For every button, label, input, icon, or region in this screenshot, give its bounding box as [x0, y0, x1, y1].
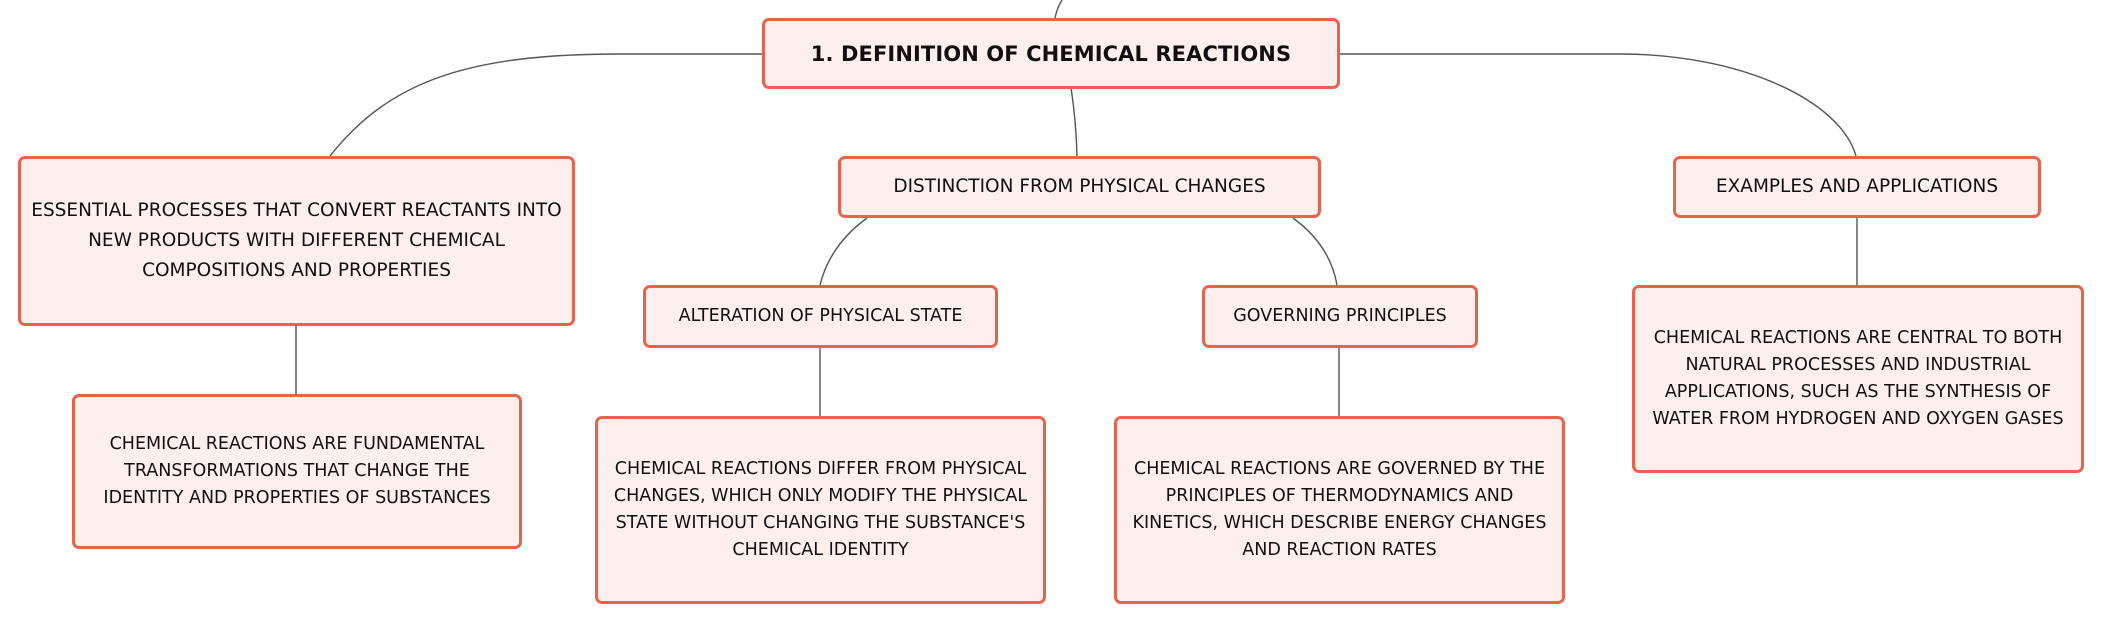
- alteration-child-text: CHEMICAL REACTIONS DIFFER FROM PHYSICAL …: [613, 459, 1028, 560]
- examples-child-text: CHEMICAL REACTIONS ARE CENTRAL TO BOTH N…: [1652, 328, 2064, 429]
- distinction-node[interactable]: DISTINCTION FROM PHYSICAL CHANGES: [838, 156, 1321, 218]
- essential-processes-label: ESSENTIAL PROCESSES THAT CONVERT REACTAN…: [31, 200, 562, 281]
- alteration-label: ALTERATION OF PHYSICAL STATE: [678, 306, 963, 326]
- alteration-child-node[interactable]: CHEMICAL REACTIONS DIFFER FROM PHYSICAL …: [595, 416, 1046, 604]
- governing-principles-label: GOVERNING PRINCIPLES: [1233, 306, 1447, 326]
- examples-node[interactable]: EXAMPLES AND APPLICATIONS: [1673, 156, 2041, 218]
- connector-root-to-examples: [1339, 53, 1857, 157]
- examples-label: EXAMPLES AND APPLICATIONS: [1715, 176, 1999, 197]
- examples-child-node[interactable]: CHEMICAL REACTIONS ARE CENTRAL TO BOTH N…: [1632, 285, 2084, 473]
- connector-top-incoming: [1054, 0, 1063, 19]
- connector-root-to-distinction: [1070, 87, 1078, 157]
- connector-distinction-to-alteration: [819, 217, 868, 286]
- root-node[interactable]: 1. DEFINITION OF CHEMICAL REACTIONS: [762, 18, 1340, 89]
- root-node-label: 1. DEFINITION OF CHEMICAL REACTIONS: [810, 41, 1292, 66]
- connector-distinction-to-governing: [1292, 217, 1338, 286]
- governing-child-text: CHEMICAL REACTIONS ARE GOVERNED BY THE P…: [1132, 459, 1547, 560]
- essential-child-node[interactable]: CHEMICAL REACTIONS ARE FUNDAMENTAL TRANS…: [72, 394, 522, 549]
- distinction-label: DISTINCTION FROM PHYSICAL CHANGES: [893, 176, 1266, 197]
- essential-processes-node[interactable]: ESSENTIAL PROCESSES THAT CONVERT REACTAN…: [18, 156, 575, 326]
- essential-child-text: CHEMICAL REACTIONS ARE FUNDAMENTAL TRANS…: [103, 434, 491, 508]
- alteration-node[interactable]: ALTERATION OF PHYSICAL STATE: [643, 285, 998, 348]
- governing-principles-node[interactable]: GOVERNING PRINCIPLES: [1202, 285, 1478, 348]
- connector-root-to-essential: [329, 53, 763, 157]
- governing-child-node[interactable]: CHEMICAL REACTIONS ARE GOVERNED BY THE P…: [1114, 416, 1565, 604]
